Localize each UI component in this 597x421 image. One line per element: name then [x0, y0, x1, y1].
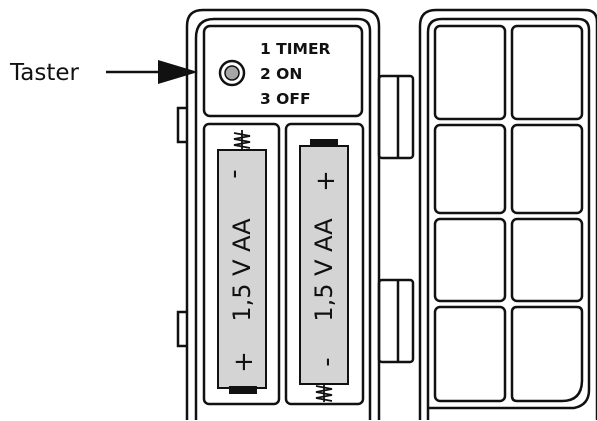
battery-left-bottom-sign: + [229, 351, 259, 373]
mode-panel [202, 24, 364, 118]
hinge-upper [377, 74, 415, 160]
callout-arrow [106, 60, 198, 84]
spring-right [315, 384, 333, 402]
mode-on: 2 ON [260, 65, 302, 83]
spring-left [233, 130, 251, 150]
hinge-lower [377, 278, 415, 364]
lid-grid [433, 24, 584, 403]
battery-left-top-sign: - [219, 169, 249, 178]
battery-right-bottom-sign: - [312, 357, 342, 366]
mode-timer: 1 TIMER [260, 40, 331, 58]
battery-left-label: 1,5 V AA [228, 218, 256, 322]
battery-right [299, 139, 349, 385]
battery-right-top-sign: + [311, 170, 341, 192]
housing-body [176, 8, 381, 420]
mode-off: 3 OFF [260, 90, 311, 108]
battery-right-label: 1,5 V AA [310, 218, 338, 322]
mode-button[interactable] [218, 59, 246, 87]
battery-slot-left [202, 122, 281, 406]
lid [418, 8, 597, 420]
battery-slot-right [284, 122, 365, 406]
callout-label: Taster [9, 60, 79, 86]
